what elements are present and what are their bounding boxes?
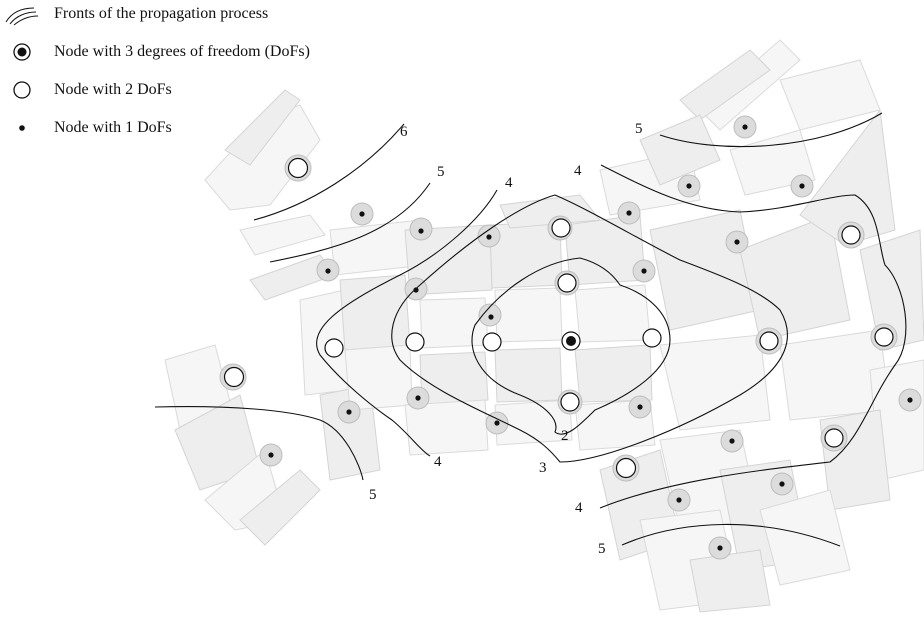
node-2dof (560, 392, 580, 412)
front-label: 4 (574, 163, 582, 179)
front-line (391, 194, 788, 463)
front-line (154, 406, 364, 481)
node-1dof (637, 404, 643, 410)
node-1dof (717, 545, 723, 551)
legend-label: Node with 2 DoFs (54, 81, 172, 98)
node-2dof (557, 273, 577, 293)
node-1dof-icon (19, 125, 25, 131)
node-1dof (325, 268, 331, 274)
node-1dof (268, 452, 274, 458)
node-1dof (742, 124, 748, 130)
node-2dof-icon (13, 81, 31, 99)
front-line (659, 112, 883, 148)
legend-label: Fronts of the propagation process (54, 5, 269, 22)
front-label: 6 (400, 124, 408, 140)
front-label: 4 (575, 500, 583, 516)
front-label: 5 (598, 541, 606, 557)
node-2dof (287, 157, 309, 179)
node-1dof (494, 420, 500, 426)
node-2dof (551, 218, 571, 238)
node-1dof (488, 314, 494, 320)
node-3dof-icon (13, 43, 31, 61)
node-1dof (415, 395, 421, 401)
front-line (471, 257, 671, 435)
front-label: 4 (505, 175, 513, 191)
node-1dof (734, 239, 740, 245)
front-line (599, 164, 907, 509)
front-label: 2 (561, 428, 569, 444)
node-2dof (759, 331, 779, 351)
fronts-icon (5, 7, 39, 26)
node-1dof (686, 183, 692, 189)
node-2dof (841, 225, 861, 245)
node-1dof (641, 268, 647, 274)
node-2dof (824, 428, 844, 448)
front-label: 5 (369, 487, 377, 503)
node-1dof (729, 438, 735, 444)
node-2dof (642, 328, 662, 348)
node-1dof (413, 287, 419, 293)
node-2dof (324, 338, 344, 358)
node-2dof (615, 457, 637, 479)
node-1dof (907, 397, 913, 403)
front-line (269, 182, 431, 263)
node-1dof (779, 481, 785, 487)
front-line (316, 189, 498, 457)
node-3dof (561, 331, 581, 351)
node-1dof (799, 183, 805, 189)
node-1dof (486, 234, 492, 240)
node-1dof (359, 211, 365, 217)
node-1dof (626, 210, 632, 216)
front-label: 5 (635, 121, 643, 137)
background-tiling (164, 39, 924, 613)
node-1dof (418, 228, 424, 234)
node-1dof (346, 409, 352, 415)
propagation-fronts (154, 112, 907, 547)
front-labels: 6 5 4 5 4 5 4 3 2 4 5 5 4 (369, 121, 643, 557)
node-2dof (482, 332, 502, 352)
node-2dof (405, 332, 425, 352)
nodes-1dof (268, 124, 913, 551)
front-label: 4 (434, 454, 442, 470)
front-line (621, 523, 841, 547)
front-label: 5 (437, 164, 445, 180)
front-line (253, 123, 405, 221)
node-1dof (676, 497, 682, 503)
node-2dof (223, 366, 245, 388)
legend-label: Node with 3 degrees of freedom (DoFs) (54, 43, 310, 60)
nodes-2dof (223, 157, 894, 479)
node-2dof (874, 327, 894, 347)
legend-label: Node with 1 DoFs (54, 119, 172, 136)
front-label: 3 (539, 460, 547, 476)
